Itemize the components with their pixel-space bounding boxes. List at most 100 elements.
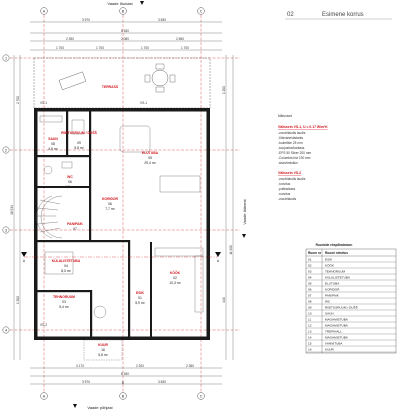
view-north-arrow-icon (140, 1, 144, 5)
room-table-cell-num: 10 (308, 311, 312, 315)
grid-bubble-b (119, 7, 127, 15)
dim-bottom-outer-2: 3 830 (158, 380, 166, 384)
dim-top-detail-4: 1 700 (181, 46, 189, 50)
notes-wall-a-item-4: -soojustus/karkass (278, 146, 305, 150)
notes-wall-b-item-5: -voodrilaudis (278, 197, 296, 201)
dimension-chain-bottom: 3 170 2 200 2 350 8 180 3 970 3 830 (30, 364, 222, 385)
dim-top-outer-2: 3 830 (158, 18, 166, 22)
sofa-icon (119, 125, 151, 153)
grid-label-a-bottom: A (43, 394, 46, 398)
room-table-cell-name: KUUR (325, 347, 335, 351)
section-a-left: A (23, 259, 26, 263)
room-koridor-area: 7,7 m² (105, 207, 115, 211)
room-esik-name: ESIK (136, 291, 144, 295)
dim-top-inner-3: 2 650 (176, 37, 184, 41)
wall-tag-vs1-a: VS-1 (40, 101, 47, 105)
room-kulalistetuba-area: 8,0 m² (61, 269, 71, 273)
grid-bubble-c-bottom (197, 392, 205, 400)
kitchen-counter-side-icon (194, 255, 204, 313)
grid-bubble-b-bottom (119, 392, 127, 400)
dimension-chain-top: 3 970 3 830 8 180 2 390 2 080 2 650 1 70… (30, 18, 222, 51)
notes-block: Märkused Välissein VS-1, U = 0.17 W/m²K … (278, 114, 328, 201)
patio-table-icon (151, 69, 169, 87)
room-table-cell-num: 04 (308, 275, 312, 279)
grid-bubble-a-bottom (40, 392, 48, 400)
room-table-cell-num: 12 (308, 323, 312, 327)
room-table-header-name: Ruumi nimetus (325, 251, 348, 255)
shower-tray-icon (71, 119, 85, 135)
room-wc-num: 06 (68, 180, 72, 184)
room-kook-num: 02 (173, 276, 177, 280)
guest-bed-icon (44, 251, 74, 275)
dining-table-icon (159, 175, 201, 193)
section-a-right: A (217, 259, 220, 263)
grid-row-1: 1 (5, 56, 7, 60)
dim-bottom-inner-1: 3 170 (76, 364, 84, 368)
room-esik-area: 5,9 m² (135, 301, 145, 305)
room-table-cell-num: 09 (308, 305, 312, 309)
view-south-arrow-icon (73, 404, 77, 408)
room-elutuba-num: 05 (148, 156, 152, 160)
room-table-header-num: Ruum nr (308, 251, 322, 255)
grid-label-c-bottom: C (200, 394, 203, 398)
room-saun-area: 4,5 m² (48, 147, 58, 151)
view-east-arrow-icon (242, 234, 246, 238)
room-elutuba-name: ELUTUBA (142, 151, 159, 155)
room-table-cell-name: ELUTUBA (325, 281, 340, 285)
notes-wall-a-item-7: -siseviimistlus (278, 161, 298, 165)
room-riietus-name: RIIETUSRUUM / DUŠŠ (61, 130, 98, 135)
view-north-label: Vaade lõunast (107, 1, 133, 6)
room-table-cell-num: 07 (308, 293, 312, 297)
dimension-chain-right: 11 900 1 200 440 (222, 55, 234, 360)
grid-label-c: C (200, 9, 203, 13)
room-kulalistetuba-num: 04 (64, 264, 68, 268)
notes-wall-a-item-6: -Columbia kivi 190 mm (278, 156, 311, 160)
dim-top-inner-2: 2 080 (121, 37, 129, 41)
notes-wall-a-title: Välissein VS-1, U = 0.17 W/m²K (278, 125, 328, 129)
notes-wall-a-item-5: -EPS 50 Silver 200 mm (278, 151, 311, 155)
kitchen-counter-icon (154, 247, 204, 257)
grid-axis-bottom: A B C (40, 392, 205, 400)
room-table-cell-num: 08 (308, 299, 312, 303)
grid-row-2: 2 (5, 148, 7, 152)
room-wc-name: WC (67, 175, 73, 179)
terrace-outline (33, 57, 211, 109)
room-table-cell-name: TREPIHALL (325, 329, 342, 333)
wall-tag-vs2: VS-2 (40, 323, 47, 327)
section-b-bottom: B (122, 381, 124, 385)
room-esik-num: 01 (138, 296, 142, 300)
room-elutuba-area: 29,4 m² (144, 161, 156, 165)
room-table-cell-num: 01 (308, 257, 312, 261)
room-table-cell-num: 14 (308, 335, 312, 339)
dim-left-total: 16 534 (10, 205, 14, 215)
room-koridor-name: KORIDOR (102, 197, 119, 201)
dim-right-edge-2: 440 (222, 297, 226, 303)
grid-lines (10, 15, 240, 392)
interior-walls (37, 111, 152, 337)
notes-wall-a-item-1: -voodrilaudis laudis (278, 131, 306, 135)
dim-bottom-outer-1: 3 970 (82, 380, 90, 384)
dim-top-detail-3: 1 700 (141, 46, 149, 50)
staircase (36, 195, 63, 239)
room-kuur-num: 16 (101, 348, 105, 352)
notes-wall-b-item-4: -roovitus (278, 192, 291, 196)
boiler-icon (93, 305, 107, 319)
room-table-cell-num: 16 (308, 347, 312, 351)
shed-outline (83, 339, 123, 361)
dim-bottom-inner-2: 2 200 (136, 364, 144, 368)
grid-row-3: 3 (5, 228, 7, 232)
grid-axis-left: 1 2 3 4 (2, 54, 10, 334)
room-table-cell-name: PANIPAIK (325, 293, 340, 297)
notes-wall-b-title: Välissein VS-2 (278, 171, 301, 175)
room-labels: SAUN 08 4,5 m² RIIETUSRUUM / DUŠŠ 09 5,8… (48, 130, 181, 357)
sheet-title: Esimene korrus (322, 12, 364, 18)
room-wc-area: 1,9 m² (65, 185, 75, 189)
room-schedule-table: Ruumide eksplikatsioon Ruum nr Ruumi nim… (305, 243, 397, 354)
notes-heading: Märkused (278, 114, 292, 118)
room-kuur-name: KUUR (98, 343, 108, 347)
room-tehnoruum-num: 03 (62, 300, 66, 304)
dim-top-total: 8 180 (121, 29, 129, 33)
notes-wall-b-item-2: -roovitus (278, 182, 291, 186)
dim-bottom-inner-3: 2 350 (186, 364, 194, 368)
